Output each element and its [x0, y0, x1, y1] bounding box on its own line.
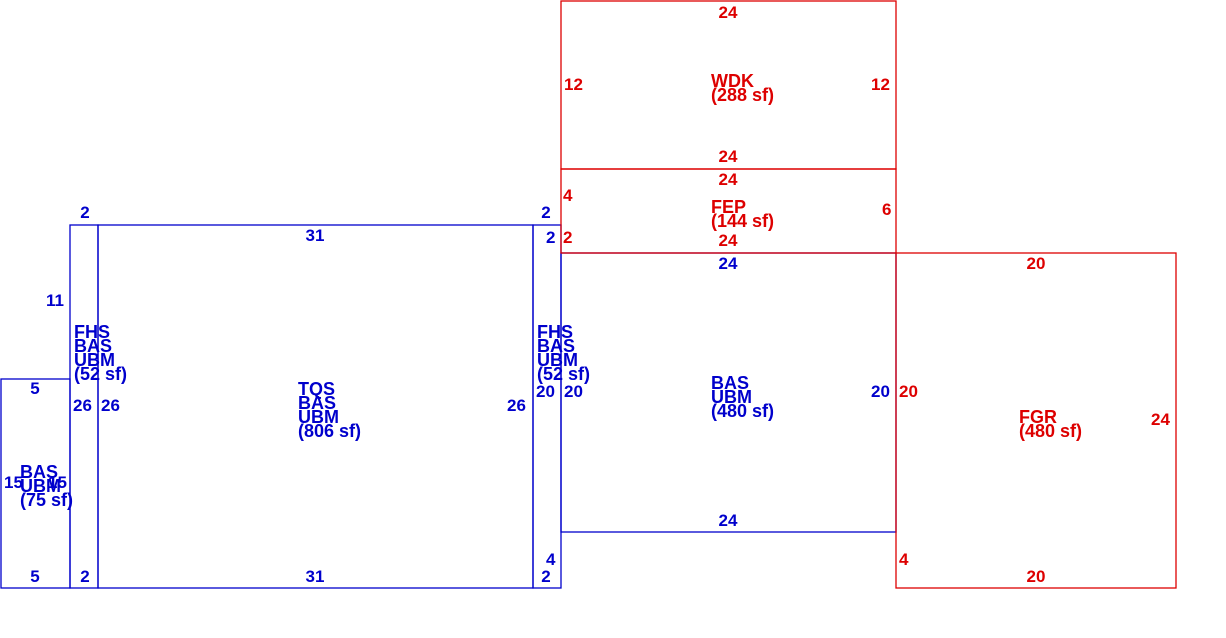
dimension-label-fhs-left-top: 2 [80, 203, 89, 222]
area-label-fgr: (480 sf) [1019, 421, 1082, 441]
area-label-fep: (144 sf) [711, 211, 774, 231]
dimension-label-fhs-right-top: 2 [541, 203, 550, 222]
area-label-bas-right: (480 sf) [711, 401, 774, 421]
area-outline-fep [560, 168, 897, 254]
dimension-label-fep-top: 24 [719, 170, 738, 189]
dimension-label-fhs-left-bottom: 2 [80, 567, 89, 586]
dimension-label-bas-left-left: 15 [4, 473, 23, 492]
area-label-bas-left: UBM [20, 476, 61, 496]
dimension-label-fhs-right-bottom: 2 [541, 567, 550, 586]
dimension-label-tqs-main-right: 26 [507, 396, 526, 415]
area-outlines [0, 0, 1177, 589]
dimension-label-fhs-right-bottom-inner: 4 [546, 550, 556, 569]
dimension-label-fhs-right-left: 20 [536, 382, 555, 401]
area-label-fhs-right: (52 sf) [537, 364, 590, 384]
area-label-fhs-right: FHS [537, 322, 573, 342]
area-label-bas-right: UBM [711, 387, 752, 407]
area-label-bas-left: (75 sf) [20, 490, 73, 510]
area-label-fhs-left: UBM [74, 350, 115, 370]
area-label-wdk: (288 sf) [711, 85, 774, 105]
area-label-tqs-main: (806 sf) [298, 421, 361, 441]
dimension-label-fep-right: 6 [882, 200, 891, 219]
dimension-label-wdk-left: 12 [564, 75, 583, 94]
area-label-fhs-left: (52 sf) [74, 364, 127, 384]
dimension-label-fhs-left-left: 26 [73, 396, 92, 415]
area-label-bas-left: BAS [20, 462, 58, 482]
area-label-fhs-right: BAS [537, 336, 575, 356]
dimension-label-tqs-main-bottom: 31 [306, 567, 325, 586]
dimension-label-bas-left-top: 5 [30, 379, 39, 398]
dimension-label-fhs-left-left-upper: 11 [46, 291, 64, 310]
area-label-fhs-left: FHS [74, 322, 110, 342]
dimension-label-fgr-right: 24 [1151, 410, 1170, 429]
dimension-label-fhs-right-top-inner: 2 [546, 228, 555, 247]
dimension-label-fgr-left-lower: 4 [899, 550, 909, 569]
area-label-tqs-main: TQS [298, 379, 335, 399]
area-label-fhs-left: BAS [74, 336, 112, 356]
area-label-fgr: FGR [1019, 407, 1057, 427]
dimension-label-fep-bottom: 24 [719, 231, 738, 250]
dimension-label-bas-left-right: 15 [48, 473, 67, 492]
dimension-label-wdk-bottom: 24 [719, 147, 738, 166]
dimension-label-fep-left-lower: 2 [563, 228, 572, 247]
dimension-label-fgr-bottom: 20 [1027, 567, 1046, 586]
dimension-label-fep-left-upper: 4 [563, 186, 573, 205]
area-outline-fgr [895, 252, 1177, 589]
area-label-fep: FEP [711, 197, 746, 217]
area-label-bas-right: BAS [711, 373, 749, 393]
dimension-label-bas-left-bottom: 5 [30, 567, 39, 586]
dimension-label-bas-right-top: 24 [719, 254, 738, 273]
area-label-wdk: WDK [711, 71, 754, 91]
dimension-label-wdk-right: 12 [871, 75, 890, 94]
dimension-label-bas-right-right: 20 [871, 382, 890, 401]
dimension-label-wdk-top: 24 [719, 3, 738, 22]
dimension-label-bas-right-bottom: 24 [719, 511, 738, 530]
dimension-label-tqs-main-top: 31 [306, 226, 325, 245]
area-label-fhs-right: UBM [537, 350, 578, 370]
dimension-label-fgr-left: 20 [899, 382, 918, 401]
area-outline-fhs-right [532, 224, 562, 589]
area-label-tqs-main: UBM [298, 407, 339, 427]
dimension-label-fgr-top: 20 [1027, 254, 1046, 273]
dimension-label-fhs-right-right: 20 [564, 382, 583, 401]
dimension-label-fhs-left-right: 26 [101, 396, 120, 415]
area-label-tqs-main: BAS [298, 393, 336, 413]
